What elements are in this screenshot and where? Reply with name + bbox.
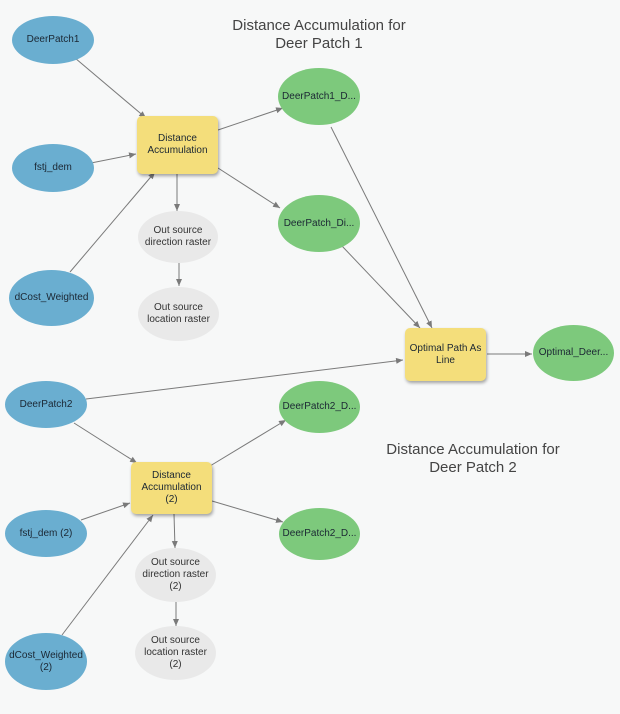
output-deerpatch2-d-b[interactable]: DeerPatch2_D... xyxy=(279,508,360,560)
node-label: DeerPatch2_D... xyxy=(282,528,357,539)
node-label: Distance Accumulation xyxy=(147,133,208,156)
node-label: dCost_Weighted xyxy=(14,292,89,303)
connector-tool2-to-direction2 xyxy=(171,513,178,549)
node-label: fstj_dem xyxy=(34,162,72,173)
connector-deerpatch2-to-tool2 xyxy=(73,422,138,464)
input-dcost-weighted[interactable]: dCost_Weighted xyxy=(9,270,94,326)
input-deerpatch1[interactable]: DeerPatch1 xyxy=(12,16,94,64)
derived-out-location-raster-2[interactable]: Out source location raster (2) xyxy=(135,626,216,680)
node-label: Optimal_Deer... xyxy=(538,347,609,358)
input-deerpatch2[interactable]: DeerPatch2 xyxy=(5,381,87,428)
node-label: fstj_dem (2) xyxy=(19,527,73,539)
node-label: Optimal Path As Line xyxy=(409,342,482,366)
connector-deerpatch1-to-tool xyxy=(74,57,147,119)
connector-fstjdem-to-tool xyxy=(90,152,137,164)
input-dcost-weighted-2[interactable]: dCost_Weighted (2) xyxy=(5,633,87,690)
connector-tool2-to-out2b xyxy=(211,500,284,523)
node-label: DeerPatch_Di... xyxy=(283,217,355,229)
node-label: Out source direction raster (2) xyxy=(142,557,209,592)
model-title-1: Distance Accumulation for Deer Patch 1 xyxy=(232,17,406,52)
connector-deerpatchdi-to-optimal xyxy=(341,245,421,329)
connector-dcost-to-tool xyxy=(69,171,156,273)
node-label: dCost_Weighted (2) xyxy=(9,649,83,673)
derived-out-direction-raster[interactable]: Out source direction raster xyxy=(138,211,218,263)
node-label: Out source location raster xyxy=(147,302,210,325)
node-label: Out source direction raster xyxy=(144,225,212,248)
connector-fstjdem2-to-tool2 xyxy=(80,502,131,521)
node-label: Distance Accumulation (2) xyxy=(141,470,202,505)
tool-distance-accumulation-2[interactable]: Distance Accumulation (2) xyxy=(131,462,212,514)
connector-tool2-to-out2a xyxy=(209,419,287,467)
input-fstj-dem-2[interactable]: fstj_dem (2) xyxy=(5,510,87,557)
output-deerpatch2-d-a[interactable]: DeerPatch2_D... xyxy=(279,381,360,433)
connector-deerpatch2-to-optimal xyxy=(85,357,404,400)
model-title-2: Distance Accumulation for Deer Patch 2 xyxy=(386,441,560,476)
connector-tool-to-deerpatch1out xyxy=(217,107,284,131)
output-optimal-deer[interactable]: Optimal_Deer... xyxy=(533,325,614,381)
output-deerpatch1-d[interactable]: DeerPatch1_D... xyxy=(278,68,360,125)
node-label: Out source location raster (2) xyxy=(144,635,207,670)
connector-dcost2-to-tool2 xyxy=(61,514,154,636)
connector-deerpatch1out-to-optimal xyxy=(330,126,433,329)
node-label: DeerPatch2_D... xyxy=(282,401,357,412)
output-deerpatch-di[interactable]: DeerPatch_Di... xyxy=(278,195,360,252)
node-label: DeerPatch1 xyxy=(26,34,80,45)
node-label: DeerPatch2 xyxy=(19,398,73,410)
tool-optimal-path-as-line[interactable]: Optimal Path As Line xyxy=(405,328,486,381)
tool-distance-accumulation[interactable]: Distance Accumulation xyxy=(137,116,218,174)
derived-out-location-raster[interactable]: Out source location raster xyxy=(138,287,219,341)
connector-tool-to-deerpatchdi xyxy=(217,167,281,209)
node-label: DeerPatch1_D... xyxy=(282,90,356,102)
derived-out-direction-raster-2[interactable]: Out source direction raster (2) xyxy=(135,548,216,602)
input-fstj-dem[interactable]: fstj_dem xyxy=(12,144,94,192)
